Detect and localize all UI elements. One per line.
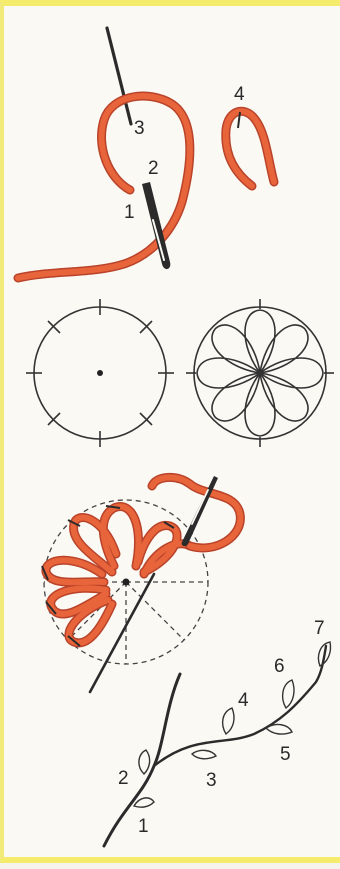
circle-with-ticks bbox=[26, 299, 174, 447]
leaf-3 bbox=[192, 750, 216, 758]
leaf-numbers: 1 2 3 4 5 6 7 bbox=[118, 618, 325, 837]
petal-set bbox=[197, 310, 323, 436]
thread-tail bbox=[152, 477, 240, 548]
leaf-2 bbox=[139, 750, 150, 774]
panel-circle-guides bbox=[26, 299, 334, 447]
stitched-petals bbox=[46, 477, 240, 642]
leaf-6 bbox=[283, 680, 294, 708]
leaf-label-4: 4 bbox=[238, 690, 249, 711]
leaf-label-2: 2 bbox=[118, 768, 129, 789]
circle-with-petals bbox=[186, 299, 334, 447]
leaf-5 bbox=[266, 725, 292, 735]
leaf-label-3: 3 bbox=[206, 770, 217, 791]
step-label-3: 3 bbox=[134, 118, 145, 139]
panel-flower-stitching bbox=[42, 476, 240, 692]
leaf-4 bbox=[223, 708, 234, 734]
step-label-1: 1 bbox=[124, 202, 135, 223]
thread-piece-4 bbox=[226, 111, 274, 186]
leaf-1 bbox=[134, 798, 154, 807]
leaf-label-6: 6 bbox=[274, 656, 285, 677]
leaf-label-5: 5 bbox=[280, 744, 291, 765]
leaf-label-1: 1 bbox=[138, 816, 149, 837]
panel-stem-leaves: 1 2 3 4 5 6 7 bbox=[104, 618, 331, 846]
diagram-canvas: 1 2 3 4 bbox=[4, 6, 340, 869]
leaf-label-7: 7 bbox=[314, 618, 325, 639]
step-label-2: 2 bbox=[148, 158, 159, 179]
step-label-4: 4 bbox=[234, 84, 245, 105]
leaf-stitches bbox=[134, 642, 331, 807]
center-dot bbox=[123, 579, 130, 586]
panel-stitch-steps: 1 2 3 4 bbox=[18, 28, 274, 278]
